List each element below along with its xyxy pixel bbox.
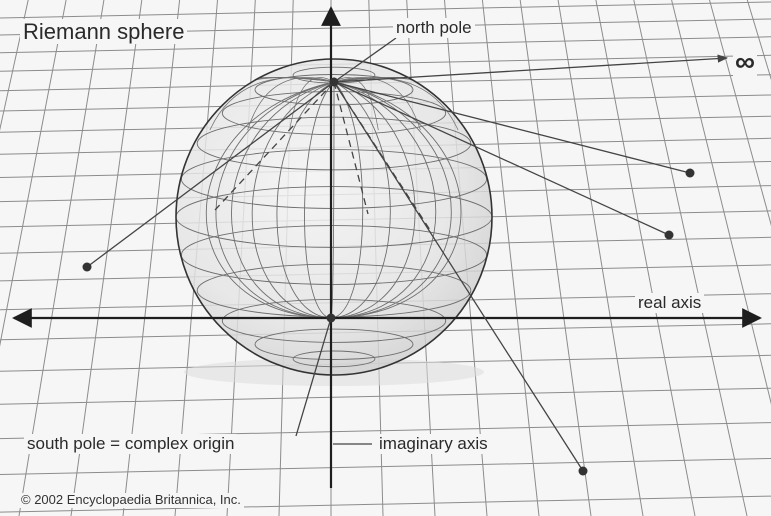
dashed-arc-left <box>214 81 335 211</box>
grid-depth-line <box>18 0 105 516</box>
sphere-meridian <box>330 81 462 319</box>
dashed-arc-right <box>333 81 433 234</box>
sphere-meridian-back <box>333 77 421 131</box>
sphere-meridian <box>330 81 364 319</box>
south-pole-point <box>326 313 336 323</box>
north-pole-label: north pole <box>393 18 475 38</box>
sphere-meridian <box>205 81 335 319</box>
sphere-meridian-back <box>247 77 335 131</box>
sphere-parallel <box>254 328 414 360</box>
sphere-meridian-back <box>333 77 459 131</box>
sphere-meridian <box>251 81 335 319</box>
plane-point-left <box>82 262 92 272</box>
sphere-meridian-back <box>333 77 379 131</box>
grid-depth-line <box>633 0 748 516</box>
figure-title: Riemann sphere <box>20 19 188 45</box>
sphere-outline <box>175 58 493 376</box>
sphere-meridian <box>231 81 335 319</box>
grid-width-line <box>0 458 771 475</box>
grid-depth-line <box>557 0 644 516</box>
plane-point-right-upper <box>685 168 695 178</box>
grid-width-line <box>0 387 771 405</box>
projection-lines-dashed <box>214 81 433 234</box>
dashed-arc-center <box>333 81 369 215</box>
points <box>82 77 695 476</box>
north-pole-point <box>329 77 339 87</box>
infinity-label: ∞ <box>733 46 757 79</box>
sphere-meridian <box>304 81 335 319</box>
sphere-meridian-back <box>289 77 335 131</box>
leader-north-pole <box>333 37 397 83</box>
plane-point-right-mid <box>664 230 674 240</box>
sphere-meridian <box>215 81 335 319</box>
imaginary-axis-label: imaginary axis <box>376 434 491 454</box>
sphere-parallel <box>292 350 376 368</box>
projection-line-infinity <box>333 54 729 83</box>
projection-lines <box>86 37 729 472</box>
grid-width-line <box>0 1 771 19</box>
sphere-mesh <box>176 66 492 368</box>
grid-depth-line <box>122 0 181 516</box>
plane-point-right-lower <box>578 466 588 476</box>
sphere <box>175 58 493 376</box>
copyright-credit: © 2002 Encyclopaedia Britannica, Inc. <box>18 492 244 508</box>
grid-depth-line <box>0 0 29 131</box>
projection-line-right-mid <box>333 81 670 236</box>
sphere-meridian <box>330 81 416 319</box>
grid-width-line <box>0 495 771 513</box>
south-pole-label: south pole = complex origin <box>24 434 238 454</box>
grid-width-line <box>0 54 771 72</box>
grid-depth-line <box>0 0 67 347</box>
leader-south-pole <box>295 317 332 437</box>
grid-depth-line <box>709 0 771 227</box>
real-axis-label: real axis <box>635 293 705 313</box>
grid-depth-line <box>70 0 143 516</box>
grid-depth-line <box>671 0 771 405</box>
sphere-meridian <box>330 81 452 319</box>
projection-line-left <box>86 81 335 268</box>
grid-depth-line <box>595 0 696 516</box>
sphere-meridian <box>330 81 437 319</box>
grid-depth-line <box>519 0 592 516</box>
projection-line-right-upper <box>333 81 691 174</box>
grid-depth-line <box>481 0 540 516</box>
